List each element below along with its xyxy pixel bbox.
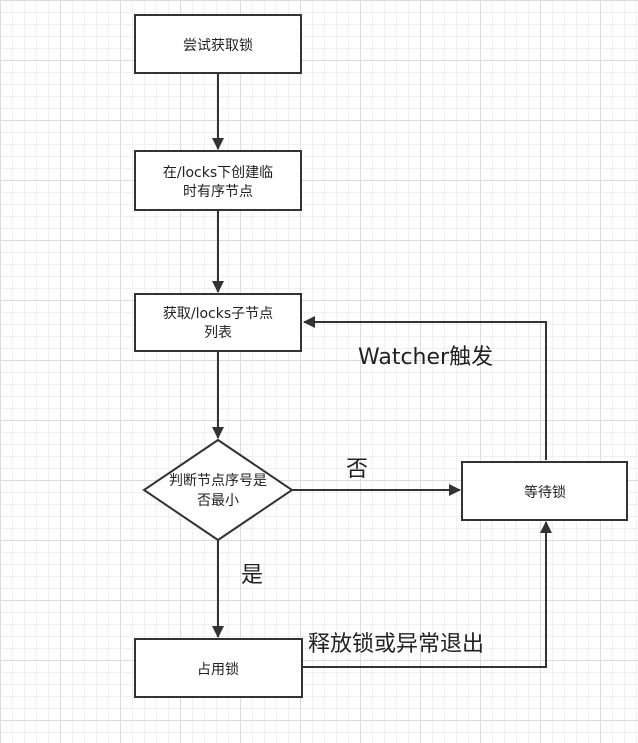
- edge-label-yes: 是: [241, 563, 263, 588]
- edge-label-release: 释放锁或异常退出: [308, 632, 484, 657]
- node-hold-lock-label: 占用锁: [197, 662, 239, 678]
- edge-wait-to-list: [303, 316, 547, 460]
- node-decision-label-line2: 否最小: [197, 493, 239, 509]
- node-wait-lock: [461, 461, 628, 521]
- edge-label-watcher: Watcher触发: [358, 345, 493, 370]
- node-create-node-label-line2: 时有序节点: [183, 184, 253, 200]
- node-create-node-label-line1: 在/locks下创建临: [163, 165, 273, 181]
- node-wait-lock-label: 等待锁: [524, 484, 566, 501]
- edges: [212, 73, 552, 668]
- node-get-children-label-line1: 获取/locks子节点: [163, 306, 273, 322]
- node-decision-label-line1: 判断节点序号是: [169, 473, 267, 489]
- node-hold-lock: [134, 638, 303, 698]
- node-get-children: [134, 293, 302, 352]
- node-decision: [142, 438, 294, 542]
- edge-labels: Watcher触发 否 是 释放锁或异常退出: [241, 345, 493, 657]
- node-try-lock-label: 尝试获取锁: [183, 38, 253, 54]
- edge-label-no: 否: [346, 457, 368, 482]
- node-labels: 尝试获取锁 在/locks下创建临 时有序节点 获取/locks子节点 列表 判…: [163, 38, 566, 678]
- edge-hold-to-wait: [302, 521, 552, 668]
- nodes: [134, 14, 628, 698]
- node-get-children-label-line2: 列表: [204, 325, 232, 341]
- node-create-node: [134, 150, 302, 211]
- node-try-lock: [134, 14, 302, 74]
